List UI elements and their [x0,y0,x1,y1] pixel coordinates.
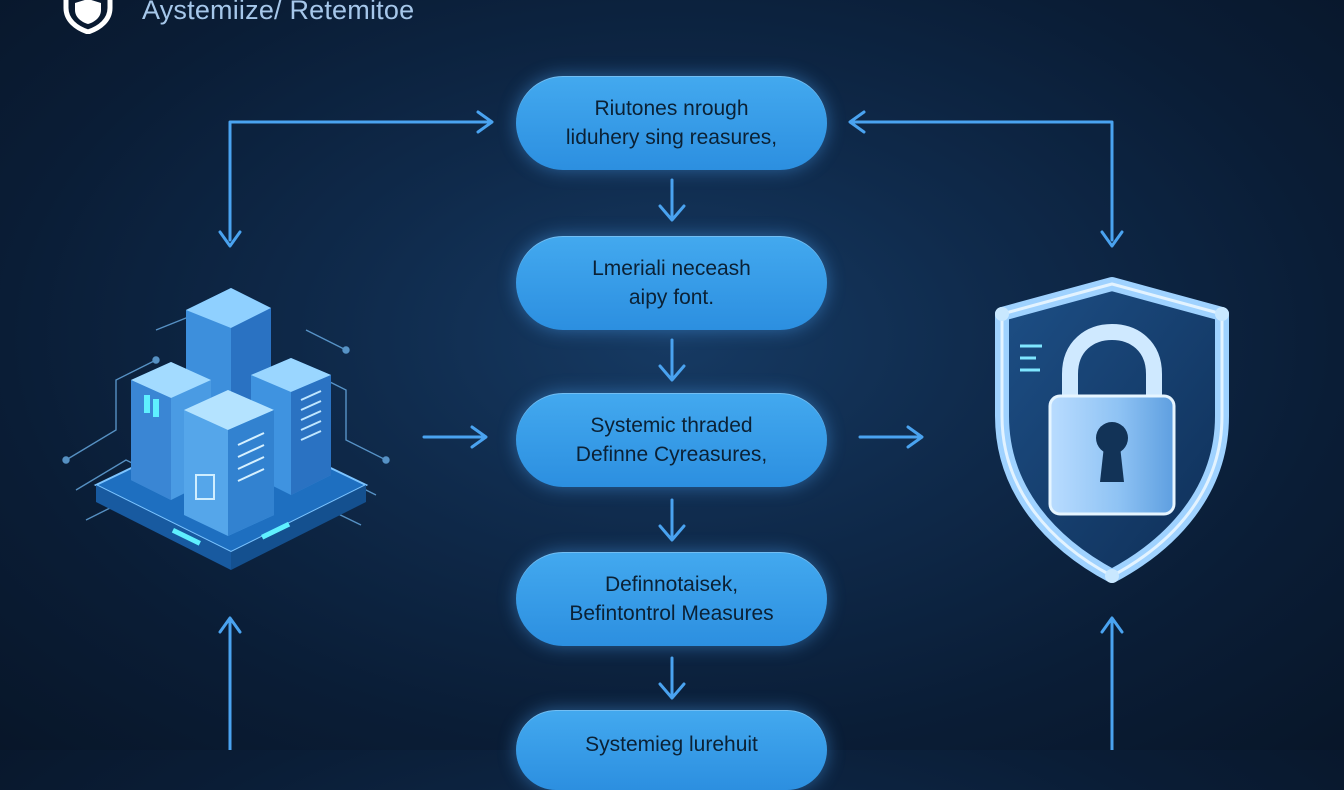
header: Aystemiize/ Retemitoe [58,0,414,34]
page-title: Aystemiize/ Retemitoe [142,0,415,25]
flow-step-1[interactable]: Riutones nrough liduhery sing reasures, [516,76,827,170]
loop-right-top [850,120,1114,242]
flow-step-3-line-2: Definne Cyreasures, [575,443,768,466]
flow-step-1-line-2: liduhery sing reasures, [565,126,778,149]
flow-step-3-line-1: Systemic thraded [590,414,753,437]
flow-step-2-text: Lmeriali neceash aipy font. [570,254,773,312]
flow-step-1-line-1: Riutones nrough [594,97,749,120]
loop-left-top [228,120,492,242]
flow-step-4-line-1: Definnotaisek, [604,573,739,596]
diagram-canvas: Aystemiize/ Retemitoe [58,0,1229,790]
flow-step-2-line-1: Lmeriali neceash [592,257,751,280]
flow-step-4-line-2: Befintontrol Measures [569,602,774,625]
flow-step-3[interactable]: Systemic thraded Definne Cyreasures, [516,393,827,487]
shield-logo-icon [63,0,113,34]
flow-step-4[interactable]: Definnotaisek, Befintontrol Measures [516,552,827,646]
flow-step-4-text: Definnotaisek, Befintontrol Measures [547,570,795,628]
flow-step-1-text: Riutones nrough liduhery sing reasures, [544,94,799,152]
flow-step-2[interactable]: Lmeriali neceash aipy font. [516,236,827,330]
flow-step-5-text: Systemieg lurehuit [563,730,780,759]
flow-step-5[interactable]: Systemieg lurehuit [516,710,827,790]
flow-step-5-line-1: Systemieg lurehuit [585,733,758,756]
shield-padlock-icon [995,277,1229,583]
flow-step-3-text: Systemic thraded Definne Cyreasures, [554,411,789,469]
server-buildings-icon [62,288,390,570]
flow-step-2-line-2: aipy font. [628,286,715,309]
